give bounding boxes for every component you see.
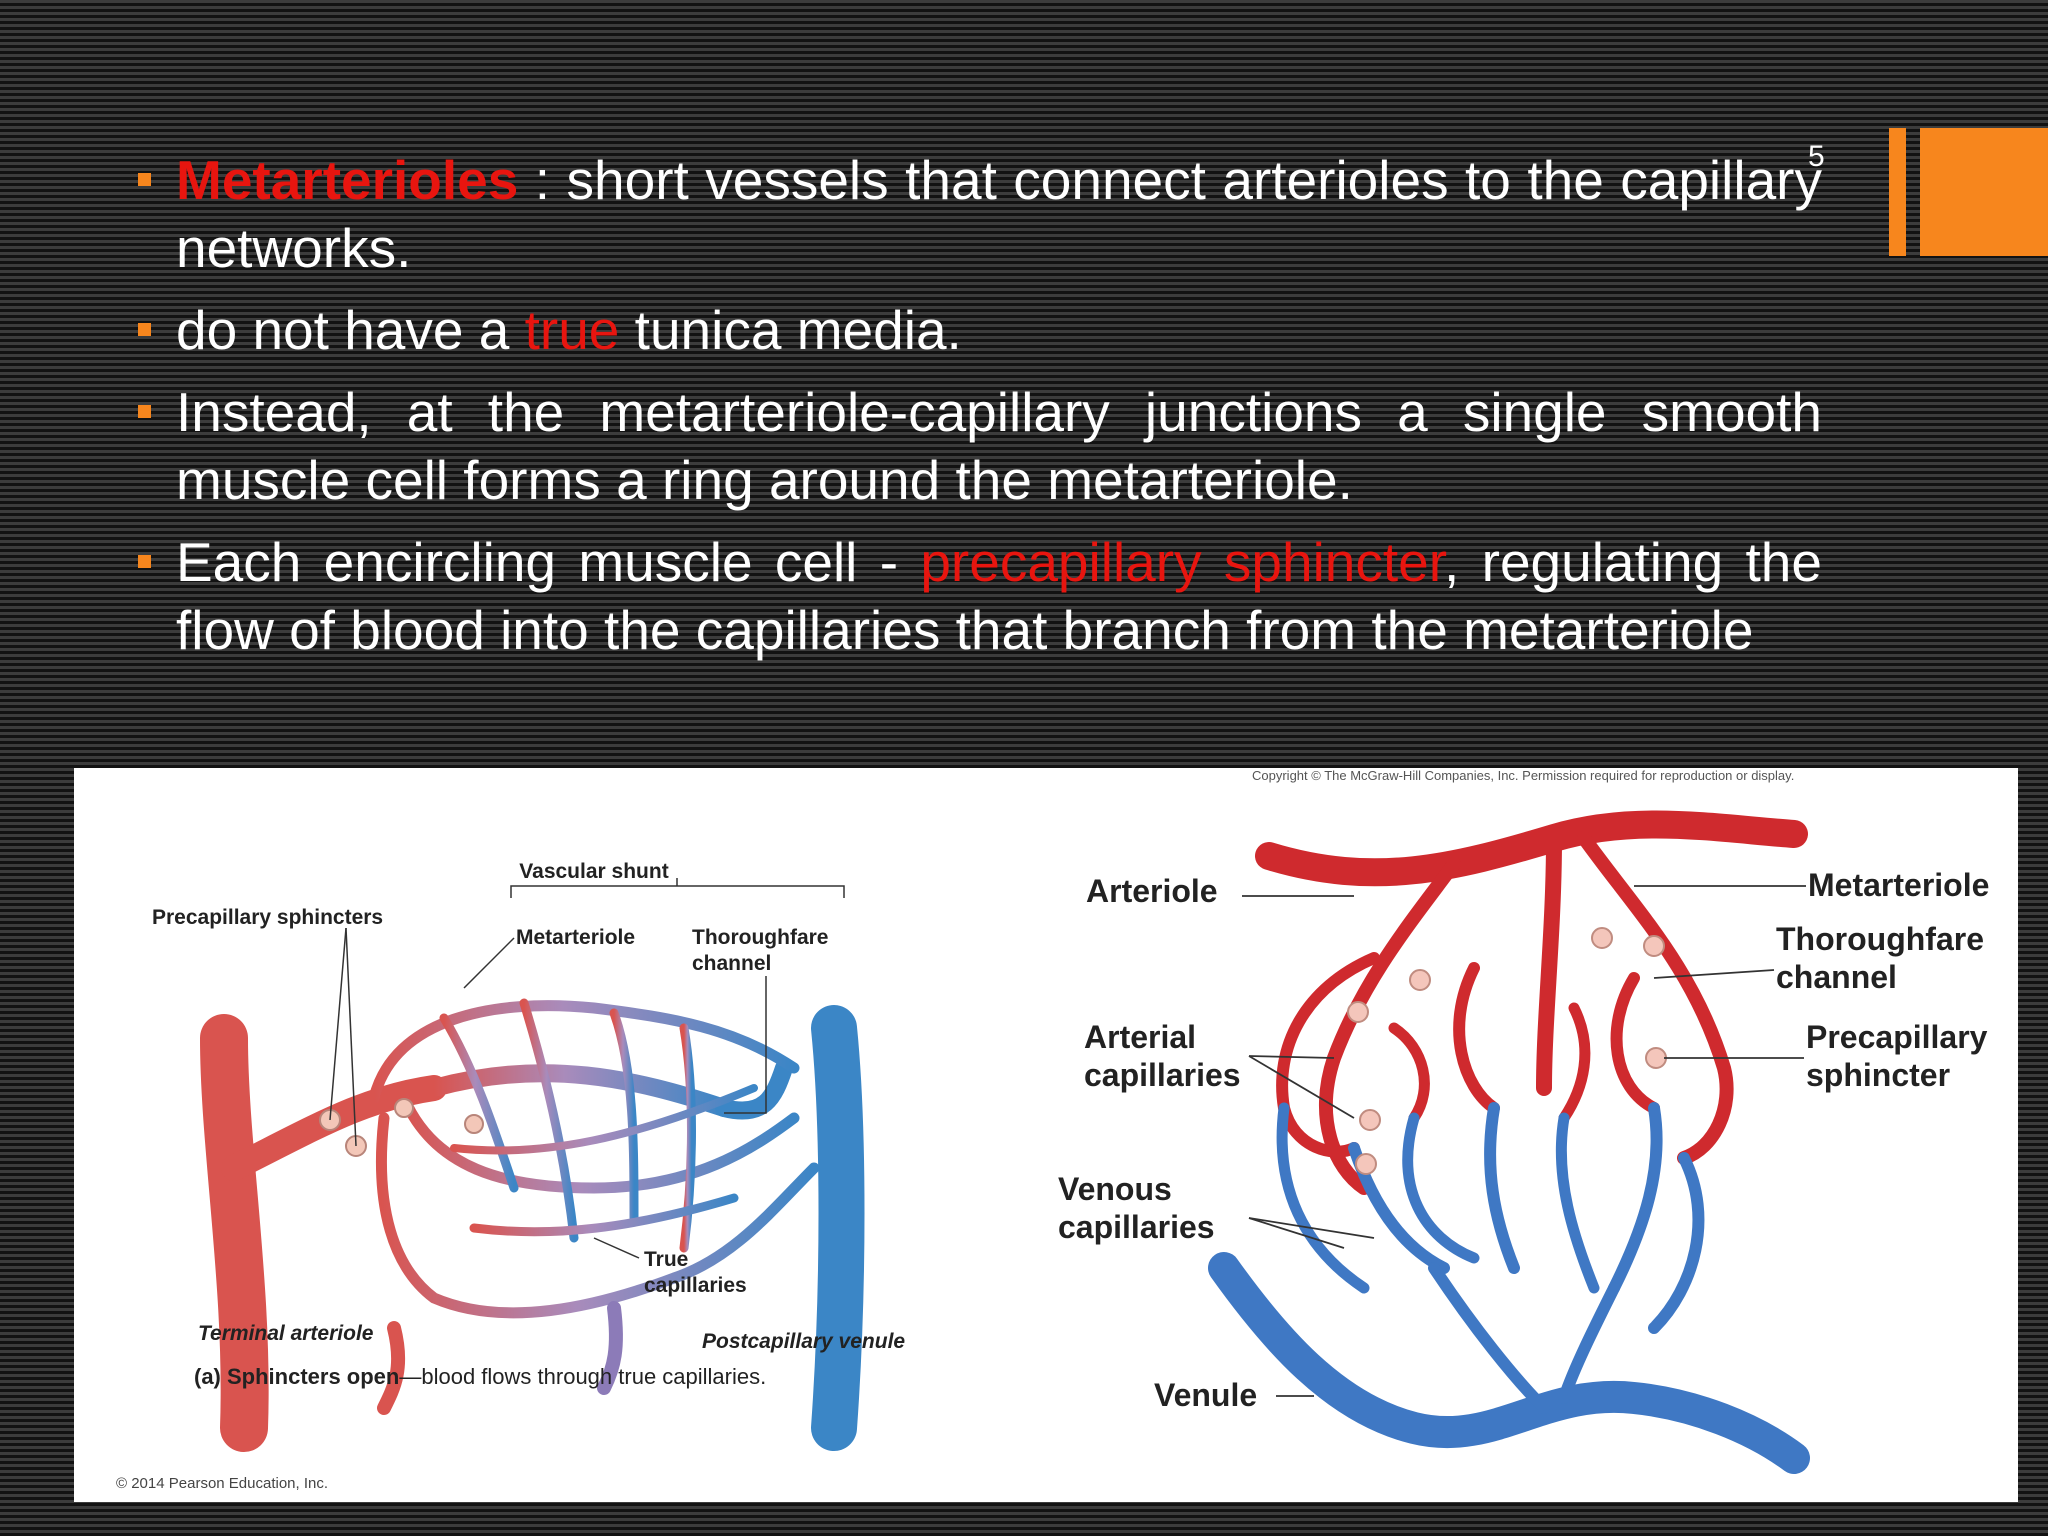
label-thoroughfare-1: Thoroughfare <box>692 926 829 949</box>
left-vessels <box>200 998 865 1452</box>
left-sphincters <box>319 1098 484 1157</box>
bullet-sphincter: Each encircling muscle cell - precapilla… <box>136 528 1822 664</box>
label-arterial-1: Arterial <box>1084 1019 1196 1055</box>
bullet-text-post: , regulating the flow of blood into the … <box>176 531 1822 661</box>
right-capillary-diagram: Copyright © The McGraw-Hill Companies, I… <box>1058 768 1989 1474</box>
label-precapillary-2: sphincter <box>1806 1057 1950 1093</box>
bullet-text-pre: do not have a <box>176 299 525 361</box>
left-leader-lines <box>329 878 845 1259</box>
left-capillary-diagram: Vascular shunt Precapillary sphincters M… <box>116 860 905 1492</box>
label-postcapillary-venule: Postcapillary venule <box>702 1330 905 1353</box>
caption-left: (a) Sphincters open—blood flows through … <box>194 1364 766 1389</box>
right-sphincters <box>1347 927 1667 1175</box>
accent-bar-wide <box>1920 128 2048 256</box>
label-thoroughfare-1: Thoroughfare <box>1776 921 1984 957</box>
bullet-list: Metarterioles : short vessels that conne… <box>136 146 1822 678</box>
copyright-right: Copyright © The McGraw-Hill Companies, I… <box>1252 768 1794 783</box>
highlight-true: true <box>524 299 620 361</box>
bullet-text-pre: Each encircling muscle cell - <box>176 531 921 593</box>
bullet-text-post: tunica media. <box>619 299 962 361</box>
label-vascular-shunt: Vascular shunt <box>519 860 668 883</box>
bullet-text: Instead, at the metarteriole-capillary j… <box>176 381 1822 511</box>
label-terminal-arteriole: Terminal arteriole <box>198 1322 374 1345</box>
label-arterial-2: capillaries <box>1084 1057 1241 1093</box>
right-leader-lines <box>1242 885 1806 1397</box>
caption-left-bold: (a) Sphincters open <box>194 1364 399 1389</box>
accent-bar-thin <box>1889 128 1906 256</box>
bullet-square-icon <box>138 555 151 568</box>
bullet-junctions: Instead, at the metarteriole-capillary j… <box>136 378 1822 514</box>
capillary-bed-diagrams: Vascular shunt Precapillary sphincters M… <box>116 768 1989 1492</box>
label-true-2: capillaries <box>644 1274 747 1297</box>
bullet-text: : short vessels that connect arterioles … <box>176 149 1822 279</box>
label-venous-1: Venous <box>1058 1171 1172 1207</box>
bullet-square-icon <box>138 405 151 418</box>
label-metarteriole: Metarteriole <box>1808 867 1989 903</box>
copyright-left: © 2014 Pearson Education, Inc. <box>116 1475 328 1492</box>
bullet-tunica-media: do not have a true tunica media. <box>136 296 1822 364</box>
label-precapillary-1: Precapillary <box>1806 1019 1988 1055</box>
bullet-square-icon <box>138 323 151 336</box>
label-thoroughfare-2: channel <box>1776 959 1897 995</box>
label-venule: Venule <box>1154 1377 1257 1413</box>
left-labels: Vascular shunt Precapillary sphincters M… <box>152 860 905 1353</box>
right-labels: Arteriole Metarteriole Thoroughfare chan… <box>1058 867 1989 1413</box>
bullet-metarterioles: Metarterioles : short vessels that conne… <box>136 146 1822 282</box>
highlight-precapillary-sphincter: precapillary sphincter <box>920 531 1445 593</box>
figure-panel: Vascular shunt Precapillary sphincters M… <box>74 768 2018 1502</box>
label-precapillary-sphincters: Precapillary sphincters <box>152 906 383 929</box>
label-metarteriole: Metarteriole <box>516 926 635 949</box>
label-true-1: True <box>644 1248 688 1271</box>
label-arteriole: Arteriole <box>1086 873 1218 909</box>
bullet-square-icon <box>138 173 151 186</box>
slide-number: 5 <box>1808 140 1825 173</box>
label-venous-2: capillaries <box>1058 1209 1215 1245</box>
right-vessels <box>1208 810 1810 1474</box>
term-metarterioles: Metarterioles <box>176 149 519 211</box>
caption-left-rest: —blood flows through true capillaries. <box>399 1364 766 1389</box>
label-thoroughfare-2: channel <box>692 952 771 975</box>
